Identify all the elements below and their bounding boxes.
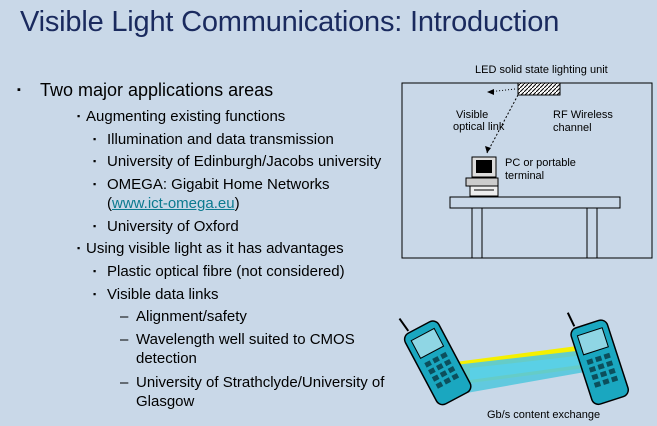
paren-open: ( [107, 195, 112, 212]
beam-cyan-inner [470, 355, 585, 380]
pc-label-2: terminal [505, 170, 544, 182]
computer-icon [465, 156, 499, 197]
table-top [449, 196, 621, 209]
bullet-marker: ▪ [93, 289, 97, 299]
left-phone-icon [398, 318, 472, 406]
table-leg [471, 207, 483, 259]
pc-label-1: PC or portable [505, 157, 576, 169]
bullet-edinburgh: University of Edinburgh/Jacobs universit… [107, 153, 382, 170]
bullet-visible-data-links: Visible data links [107, 286, 219, 303]
omega-website-link[interactable]: www.ict-omega.eu [112, 195, 235, 212]
room-diagram: LED solid state lighting unit Visible op… [401, 64, 653, 259]
right-phone-icon [566, 312, 630, 406]
bullet-omega-link-line: (www.ict-omega.eu) [107, 195, 240, 212]
bullet-oxford: University of Oxford [107, 218, 239, 235]
bullet-marker: ▪ [17, 84, 21, 96]
bullet-strathclyde: University of Strathclyde/University of [136, 374, 385, 391]
bullet-plastic-fibre: Plastic optical fibre (not considered) [107, 263, 345, 280]
slide-title: Visible Light Communications: Introducti… [20, 6, 560, 38]
dash-marker: – [120, 331, 129, 348]
bullet-wavelength: Wavelength well suited to CMOS [136, 331, 355, 348]
visible-link-label-2: optical link [453, 121, 505, 133]
rf-label-2: channel [553, 122, 592, 134]
paren-close: ) [234, 195, 240, 212]
optical-link-line [486, 94, 519, 154]
bullet-marker: ▪ [77, 243, 81, 253]
bullet-level2-advantages: Using visible light as it has advantages [86, 240, 344, 257]
table-leg [586, 207, 598, 259]
dash-marker: – [120, 308, 129, 325]
bullet-strathclyde-cont: Glasgow [136, 393, 195, 410]
led-unit [517, 82, 561, 96]
bullet-illumination: Illumination and data transmission [107, 131, 334, 148]
bullet-level1-applications: Two major applications areas [40, 80, 274, 100]
bullet-marker: ▪ [93, 266, 97, 276]
phones-diagram: Gb/s content exchange [398, 312, 630, 421]
bullet-alignment: Alignment/safety [136, 308, 247, 325]
bullet-marker: ▪ [93, 156, 97, 166]
bullet-level2-augmenting: Augmenting existing functions [86, 108, 286, 125]
bullet-marker: ▪ [93, 134, 97, 144]
visible-link-label-1: Visible [456, 109, 488, 121]
rf-label-1: RF Wireless [553, 109, 613, 121]
phones-caption: Gb/s content exchange [487, 409, 600, 421]
dash-marker: – [120, 374, 129, 391]
arrow-head [485, 146, 491, 153]
bullet-omega: OMEGA: Gigabit Home Networks [107, 176, 330, 193]
bullet-wavelength-cont: detection [136, 350, 197, 367]
bullet-marker: ▪ [77, 111, 81, 121]
led-label: LED solid state lighting unit [475, 64, 608, 76]
bullet-marker: ▪ [93, 179, 97, 189]
arrow-head [487, 89, 494, 95]
bullet-marker: ▪ [93, 221, 97, 231]
